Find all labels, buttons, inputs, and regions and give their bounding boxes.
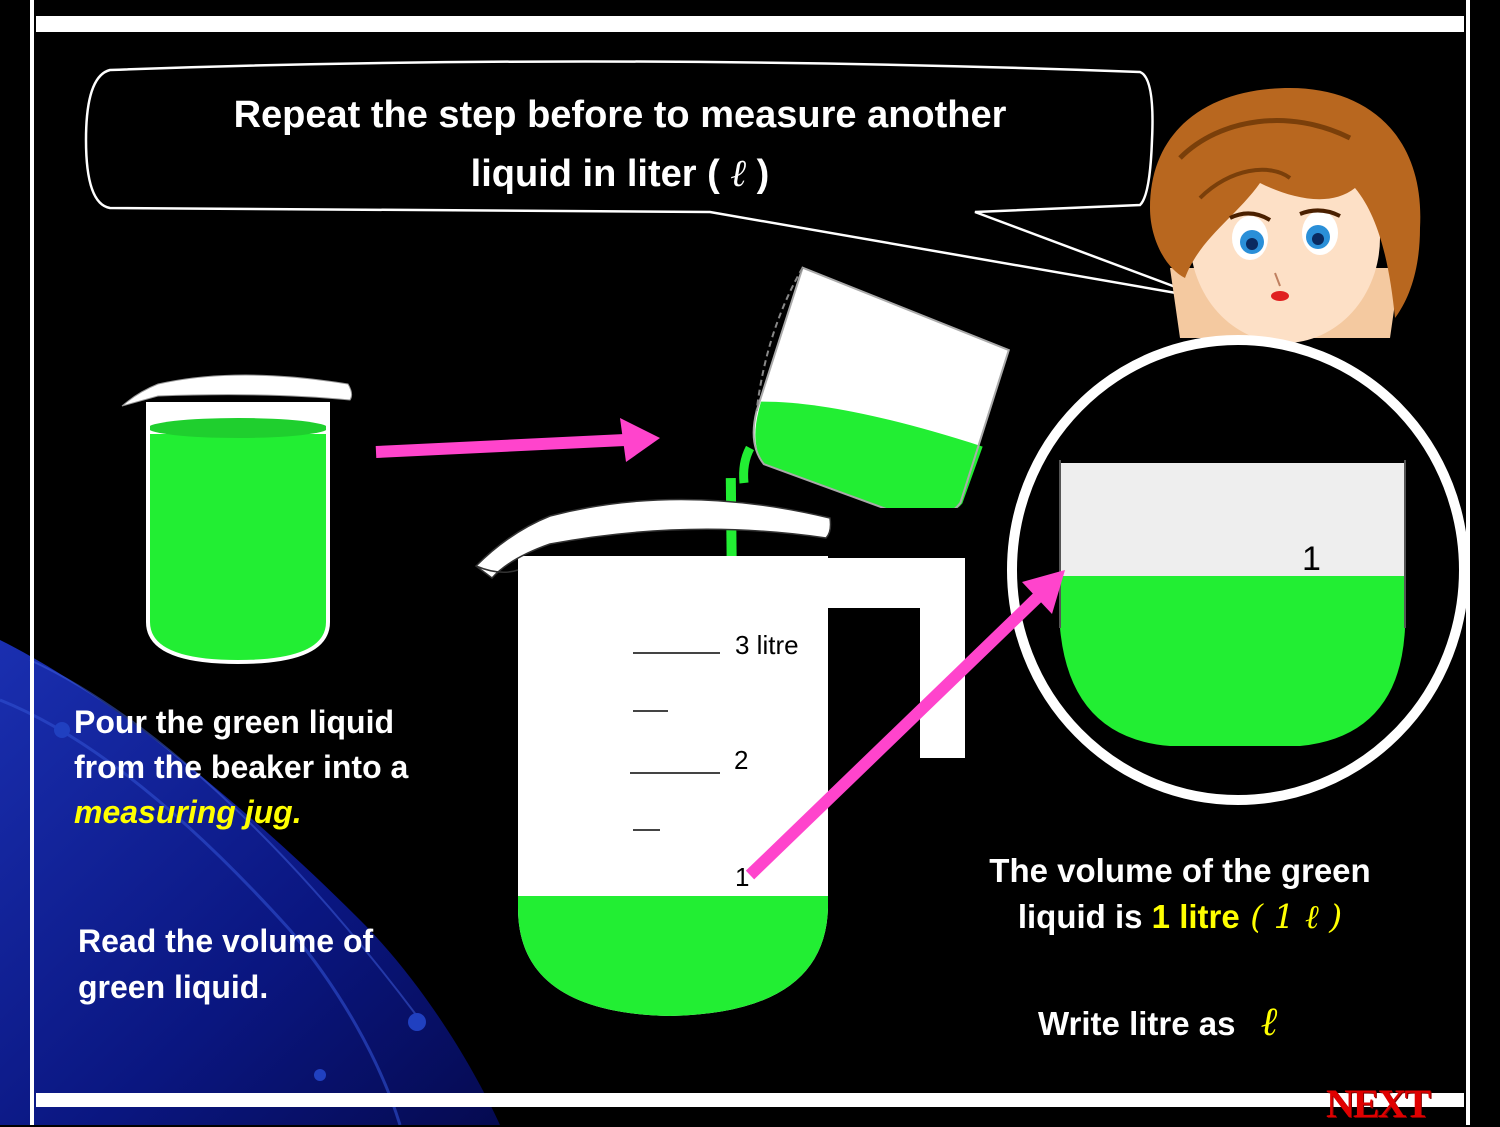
read-instruction: Read the volume of green liquid.: [78, 923, 374, 1005]
beaker-image: [121, 374, 353, 665]
pour-instruction: Pour the green liquid from the beaker in…: [74, 700, 408, 835]
top-border: [36, 16, 1464, 32]
bubble-line-2: liquid in liter ( ℓ ): [470, 151, 770, 195]
jug-mark-1: 1: [735, 862, 750, 892]
next-button[interactable]: NEXT: [1326, 1081, 1431, 1126]
zoom-mark-1: 1: [1302, 540, 1321, 578]
volume-result: The volume of the green liquid is 1 litr…: [989, 852, 1371, 936]
measuring-jug-highlight: measuring jug.: [74, 794, 302, 830]
pour-arrow: [375, 418, 660, 462]
speech-bubble-text: Repeat the step before to measure anothe…: [100, 86, 1140, 203]
write-litre-note: Write litre as ℓ: [1038, 999, 1278, 1045]
zoom-circle: [1007, 335, 1469, 805]
bubble-line-1: Repeat the step before to measure anothe…: [233, 94, 1007, 136]
litre-symbol-large: ℓ: [1260, 999, 1278, 1045]
volume-value: 1 litre: [1151, 898, 1240, 935]
jug-mark-2: 2: [734, 745, 749, 775]
bottom-border: [36, 1093, 1464, 1107]
jug-mark-3-litre: 3 litre: [735, 630, 799, 660]
pouring-cup-image: [739, 266, 1011, 508]
speech-bubble: [84, 60, 1206, 300]
left-border: [30, 0, 34, 1125]
zoom-arrow: [745, 570, 1065, 880]
volume-symbol: ( 1 ℓ ): [1239, 897, 1343, 936]
measuring-jug-image: [474, 498, 965, 1016]
litre-symbol: ℓ: [730, 151, 747, 195]
teacher-character-image: [1150, 88, 1421, 343]
